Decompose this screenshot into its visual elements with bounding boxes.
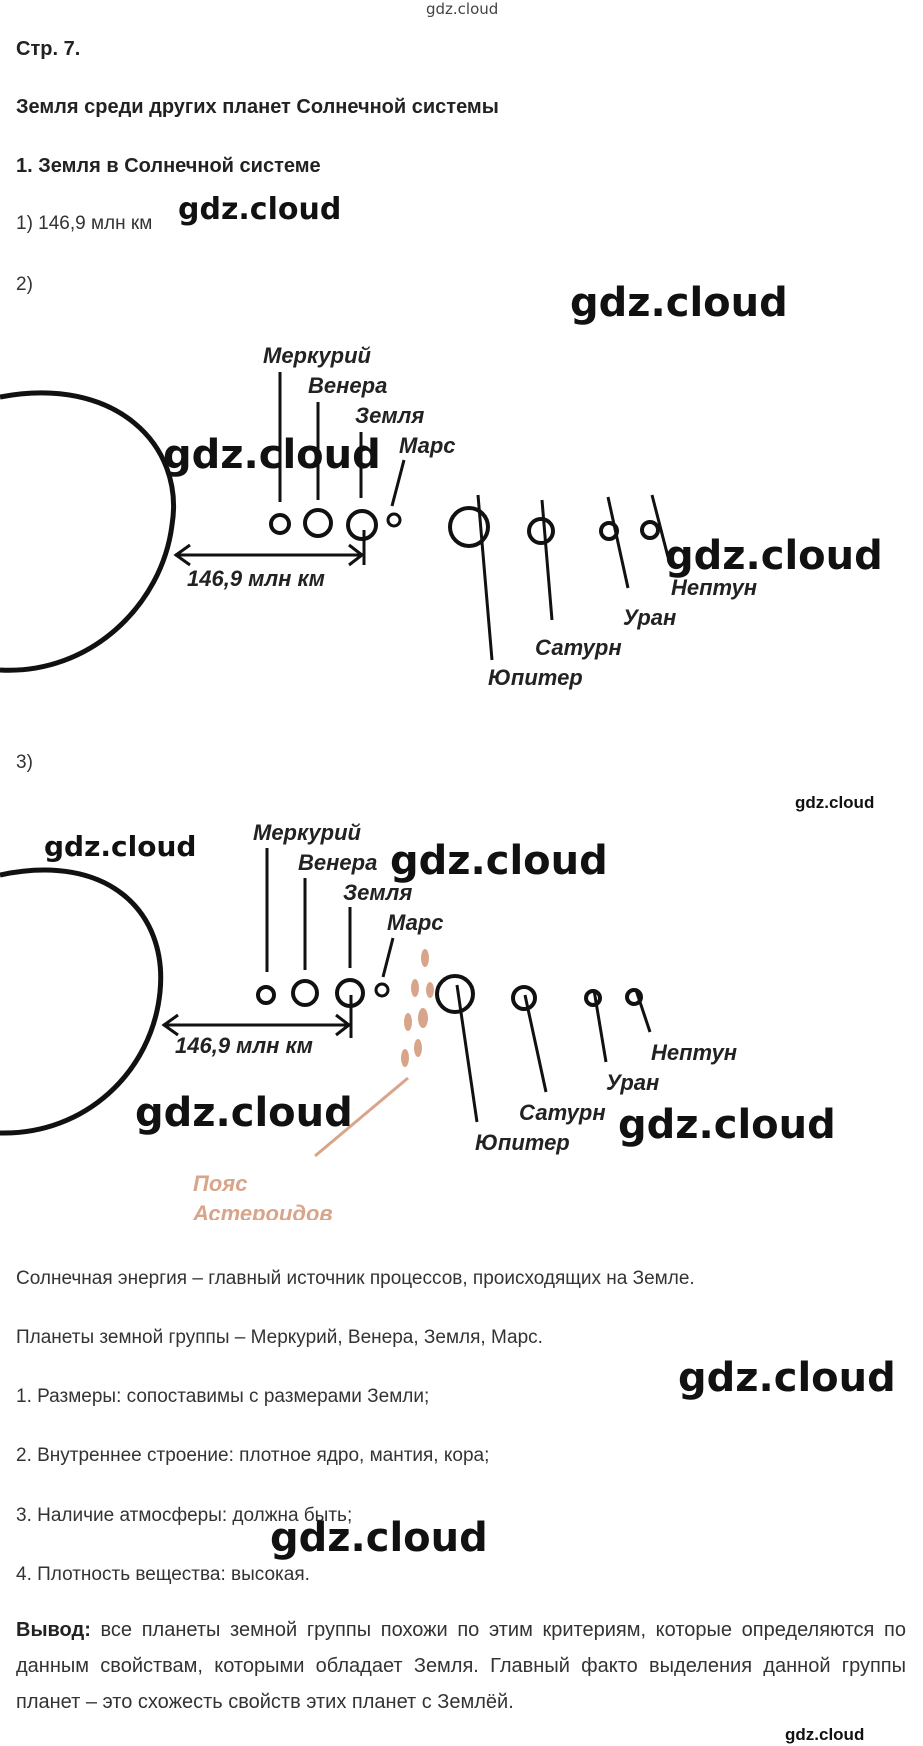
label-neptune: Нептун — [671, 575, 757, 600]
criterion-3: 3. Наличие атмосферы: должна быть; — [16, 1505, 353, 1526]
label-jupiter: Юпитер — [488, 665, 583, 690]
criterion-1: 1. Размеры: сопоставимы с размерами Земл… — [16, 1386, 430, 1407]
distance-label: 146,9 млн км — [187, 566, 325, 591]
sun-arc — [0, 867, 164, 1136]
label-jupiter: Юпитер — [475, 1130, 570, 1155]
earth-circle — [335, 978, 365, 1008]
watermark: gdz.cloud — [785, 1725, 865, 1744]
watermark: gdz.cloud — [163, 432, 381, 478]
sun-arc — [0, 390, 176, 673]
label-saturn: Сатурн — [519, 1100, 606, 1125]
mercury-circle — [256, 985, 276, 1005]
label-mars: Марс — [399, 433, 456, 458]
saturn-circle — [511, 985, 537, 1011]
answer-2-label: 2) — [16, 274, 33, 295]
conclusion: Вывод: все планеты земной группы похожи … — [16, 1612, 906, 1720]
label-venus: Венера — [308, 373, 387, 398]
label-mercury: Меркурий — [253, 820, 362, 845]
solar-system-diagram-2: 146,9 млн км Пояс Астероидов Меркурий Ве… — [0, 820, 737, 1220]
criterion-2: 2. Внутреннее строение: плотное ядро, ма… — [16, 1445, 490, 1466]
label-venus: Венера — [298, 850, 377, 875]
watermark: gdz.cloud — [665, 533, 883, 579]
saturn-circle — [527, 517, 555, 545]
label-uranus: Уран — [606, 1070, 659, 1095]
watermark: gdz.cloud — [618, 1102, 836, 1148]
venus-circle — [303, 508, 333, 538]
conclusion-text: все планеты земной группы похожи по этим… — [16, 1619, 906, 1713]
watermark: gdz.cloud — [570, 280, 788, 326]
answer-3-label: 3) — [16, 752, 33, 773]
label-mercury: Меркурий — [263, 343, 372, 368]
criterion-4: 4. Плотность вещества: высокая. — [16, 1564, 310, 1585]
label-uranus: Уран — [623, 605, 676, 630]
label-neptune: Нептун — [651, 1040, 737, 1065]
asteroid-belt-label-2: Астероидов — [192, 1201, 333, 1220]
asteroid-belt-label-1: Пояс — [193, 1171, 247, 1196]
solar-energy-text: Солнечная энергия – главный источник про… — [16, 1268, 695, 1289]
asteroid-leader — [314, 1076, 409, 1158]
jupiter-circle — [448, 506, 490, 548]
watermark: gdz.cloud — [678, 1355, 896, 1401]
neptune-circle — [640, 520, 660, 540]
watermark: gdz.cloud — [390, 838, 608, 884]
label-earth: Земля — [355, 403, 424, 428]
watermark: gdz.cloud — [795, 793, 875, 812]
venus-circle — [291, 979, 319, 1007]
uranus-circle — [599, 521, 619, 541]
terrestrial-planets-text: Планеты земной группы – Меркурий, Венера… — [16, 1327, 543, 1348]
jupiter-circle — [435, 974, 475, 1014]
neptune-circle — [625, 988, 643, 1006]
mercury-circle — [269, 513, 291, 535]
mars-circle — [386, 512, 402, 528]
label-saturn: Сатурн — [535, 635, 622, 660]
solar-system-diagram-1: 146,9 млн км Меркурий Венера Земля Марс … — [0, 343, 757, 690]
page-label: Стр. 7. — [16, 38, 81, 60]
conclusion-label: Вывод: — [16, 1619, 91, 1641]
section-heading: 1. Земля в Солнечной системе — [16, 155, 321, 177]
answer-1: 1) 146,9 млн км — [16, 213, 153, 234]
mars-circle — [374, 982, 390, 998]
label-earth: Земля — [343, 880, 412, 905]
watermark: gdz.cloud — [135, 1090, 353, 1136]
earth-circle — [346, 509, 378, 541]
uranus-circle — [584, 989, 602, 1007]
watermark: gdz.cloud — [178, 192, 342, 227]
watermark: gdz.cloud — [44, 830, 197, 863]
distance-label: 146,9 млн км — [175, 1033, 313, 1058]
watermark: gdz.cloud — [270, 1515, 488, 1561]
page-title: Земля среди других планет Солнечной сист… — [16, 96, 499, 118]
watermark: gdz.cloud — [426, 0, 499, 18]
label-mars: Марс — [387, 910, 444, 935]
asteroid-belt — [401, 949, 434, 1067]
